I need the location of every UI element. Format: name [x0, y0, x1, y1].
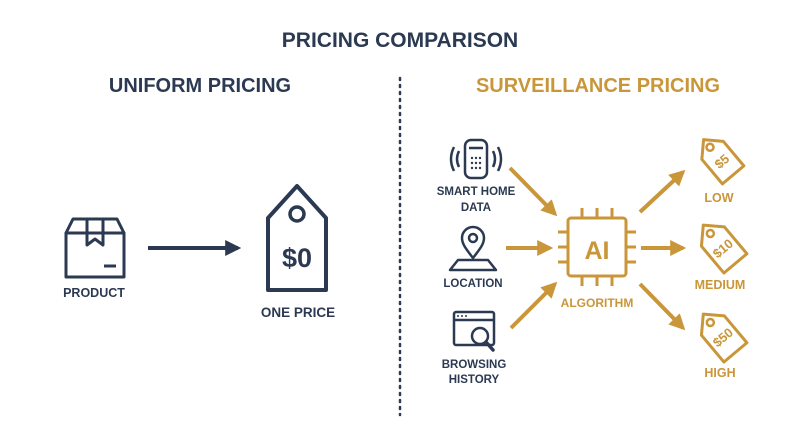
- high-price-tag: $50: [699, 312, 749, 364]
- browsing-label-line2: HISTORY: [449, 374, 500, 386]
- smart-speaker-icon: [449, 138, 503, 180]
- product-box-icon: [64, 217, 126, 279]
- low-price-tag: $5: [700, 138, 746, 186]
- location-pin-icon: [448, 225, 498, 272]
- high-tag-text: $50: [710, 325, 736, 350]
- ai-to-low-arrow: [638, 169, 686, 214]
- algorithm-label: ALGORITHM: [561, 296, 634, 310]
- one-price-label: ONE PRICE: [261, 305, 335, 320]
- one-price-tag-icon: [266, 184, 328, 292]
- low-label: LOW: [704, 191, 733, 205]
- browsing-to-ai-arrow: [509, 281, 558, 330]
- high-tag-hole-icon: [705, 317, 716, 328]
- one-price-tag-text: $0: [282, 243, 312, 273]
- smart-home-label-line2: DATA: [461, 202, 491, 214]
- medium-tag-text: $10: [710, 236, 736, 261]
- ai-to-high-arrow: [638, 282, 686, 331]
- smart-home-to-ai-arrow: [508, 166, 558, 217]
- diagram-title: PRICING COMPARISON: [282, 29, 518, 52]
- surveillance-pricing-heading: SURVEILLANCE PRICING: [476, 75, 720, 97]
- browsing-label-line1: BROWSING: [442, 359, 507, 371]
- high-label: HIGH: [704, 366, 735, 380]
- ai-chip-text: AI: [585, 237, 610, 265]
- medium-tag-hole-icon: [705, 228, 716, 239]
- smart-home-label-line1: SMART HOME: [437, 186, 516, 198]
- ai-chip-icon: [558, 208, 636, 286]
- medium-price-tag: $10: [699, 223, 749, 275]
- low-tag-text: $5: [712, 151, 733, 172]
- uniform-pricing-heading: UNIFORM PRICING: [109, 75, 291, 97]
- browser-search-icon: [452, 310, 496, 352]
- product-label: PRODUCT: [63, 286, 125, 300]
- medium-label: MEDIUM: [695, 278, 746, 292]
- location-label: LOCATION: [443, 278, 502, 290]
- low-tag-hole-icon: [705, 142, 715, 153]
